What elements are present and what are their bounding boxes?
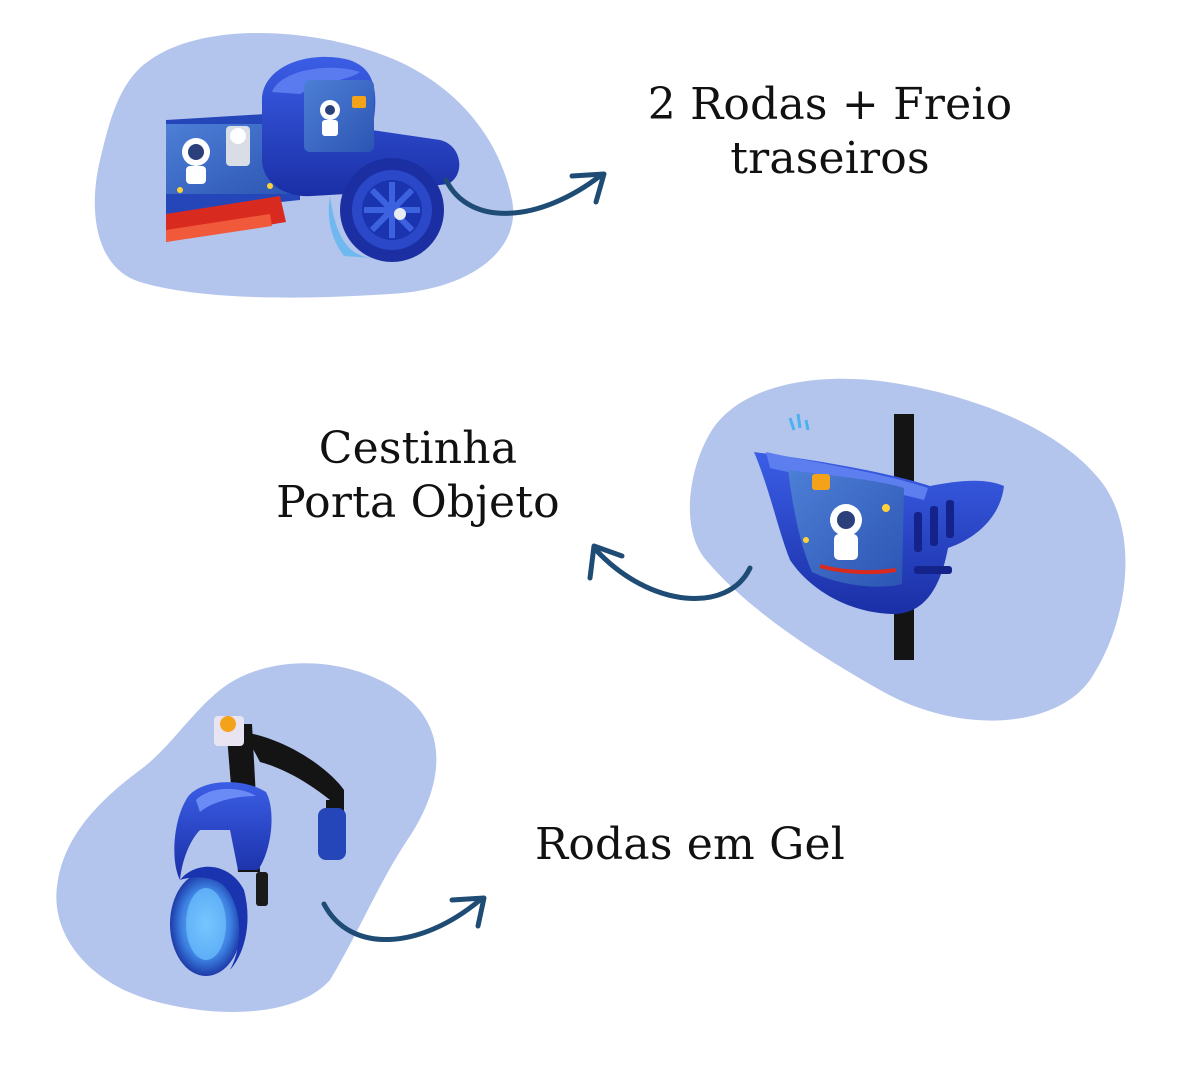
scooter-basket-photo bbox=[754, 413, 1004, 660]
caption-basket: Cestinha Porta Objeto bbox=[248, 422, 588, 529]
caption-basket-line-1: Cestinha bbox=[318, 423, 518, 474]
arrow-left-icon bbox=[587, 543, 753, 601]
caption-gel-wheels-line-1: Rodas em Gel bbox=[535, 819, 845, 870]
caption-basket-line-2: Porta Objeto bbox=[276, 476, 560, 528]
caption-gel-wheels: Rodas em Gel bbox=[510, 818, 870, 872]
scooter-front-wheel-photo bbox=[170, 716, 346, 976]
arrow-right-icon bbox=[321, 895, 487, 943]
caption-rear-wheels-line-1: 2 Rodas + Freio bbox=[647, 79, 1013, 130]
arrow-right-icon bbox=[443, 171, 607, 216]
caption-rear-wheels-line-2: traseiros bbox=[730, 132, 930, 184]
scooter-rear-wheels-photo bbox=[166, 56, 460, 262]
caption-rear-wheels: 2 Rodas + Freio traseiros bbox=[630, 78, 1030, 185]
